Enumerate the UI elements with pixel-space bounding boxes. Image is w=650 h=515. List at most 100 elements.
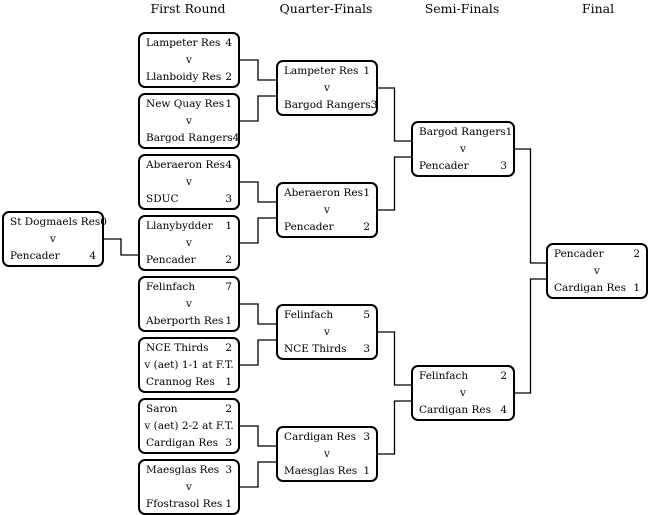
home-team-name: Felinfach — [284, 309, 334, 321]
away-team-name: Bargod Rangers — [146, 131, 233, 144]
away-team-score: 2 — [225, 70, 232, 83]
connector-line — [240, 95, 276, 122]
versus-label: v — [324, 325, 330, 338]
connector-line — [515, 148, 546, 264]
connector-line — [378, 87, 411, 142]
home-team-name: Felinfach — [146, 281, 196, 293]
connector-line — [240, 181, 276, 203]
away-team-name: Crannog Res — [146, 375, 215, 388]
versus-label: v — [460, 142, 466, 155]
home-team-name: St Dogmaels Res — [10, 216, 101, 228]
connector-line — [378, 331, 411, 386]
home-team-name: Lampeter Res — [284, 65, 359, 77]
away-team-score: 4 — [232, 131, 240, 144]
round-title-semi-finals: Semi-Finals — [424, 1, 500, 16]
away-team-score: 1 — [225, 314, 232, 327]
home-team-score: 1 — [363, 187, 370, 199]
away-team-name: Cardigan Res — [146, 436, 218, 449]
away-team-name: Cardigan Res — [419, 403, 491, 416]
home-team-score: 7 — [225, 281, 232, 293]
away-team-score: 3 — [370, 98, 378, 111]
away-team-score: 3 — [225, 436, 232, 449]
away-team-score: 2 — [225, 253, 232, 266]
home-team-score: 4 — [225, 37, 232, 49]
home-team-row: Maesglas Res 3 — [146, 464, 232, 477]
home-team-score: 2 — [225, 342, 232, 354]
versus-label: v — [50, 232, 56, 245]
home-team-score: 0 — [100, 216, 107, 228]
versus-label: v (aet) 2-2 at F.T. — [144, 419, 234, 432]
away-team-score: 1 — [363, 464, 370, 477]
versus-label: v — [186, 175, 192, 188]
home-team-name: Maesglas Res — [146, 464, 220, 476]
connector-line — [240, 217, 276, 244]
away-team-name: Pencader — [146, 253, 196, 266]
home-team-name: Pencader — [554, 248, 604, 260]
versus-label: v — [186, 53, 192, 66]
home-team-name: Saron — [146, 403, 178, 415]
round-title-final: Final — [581, 1, 615, 16]
home-team-score: 5 — [363, 309, 370, 321]
home-team-name: Aberaeron Res — [146, 159, 225, 171]
home-team-row: Felinfach 5 — [284, 309, 370, 322]
round-title-quarter-finals: Quarter-Finals — [279, 1, 373, 16]
versus-label: v (aet) 1-1 at F.T. — [144, 358, 234, 371]
away-team-name: Aberporth Res — [146, 314, 224, 327]
away-team-score: 1 — [225, 375, 232, 388]
home-team-score: 1 — [363, 65, 370, 77]
connector-line — [240, 461, 276, 488]
away-team-name: Pencader — [284, 220, 334, 233]
home-team-score: 3 — [225, 464, 232, 476]
away-team-name: NCE Thirds — [284, 342, 347, 355]
home-team-name: Bargod Rangers — [419, 126, 506, 138]
away-team-score: 3 — [363, 342, 370, 355]
versus-label: v — [324, 447, 330, 460]
connector-line — [378, 400, 411, 455]
away-team-row: Crannog Res 1 — [146, 376, 232, 389]
home-team-name: Lampeter Res — [146, 37, 221, 49]
connector-line — [515, 278, 546, 394]
home-team-name: Llanybydder — [146, 220, 213, 232]
versus-label: v — [594, 264, 600, 277]
home-team-name: New Quay Res — [146, 98, 225, 110]
connector-line — [104, 238, 138, 256]
away-team-row: Pencader 2 — [146, 254, 232, 267]
away-team-score: 4 — [89, 249, 96, 262]
connector-line — [378, 156, 411, 211]
connector-line — [240, 425, 276, 447]
versus-label: v — [324, 203, 330, 216]
home-team-score: 3 — [363, 431, 370, 443]
home-team-score: 2 — [500, 370, 507, 382]
home-team-row: Lampeter Res 4 — [146, 37, 232, 50]
away-team-name: Bargod Rangers — [284, 98, 371, 111]
away-team-row: NCE Thirds 3 — [284, 343, 370, 356]
